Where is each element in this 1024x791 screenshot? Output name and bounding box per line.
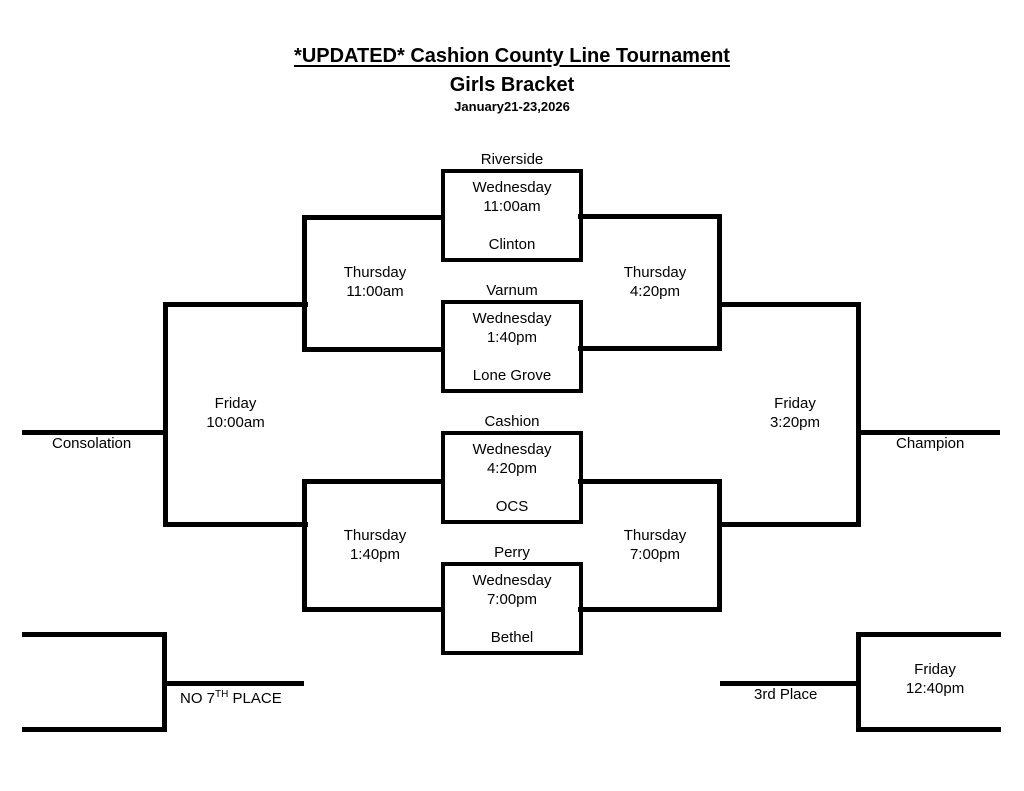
winners-semi-top-label: Thursday 4:20pm bbox=[595, 263, 715, 301]
winners-semi-top-day: Thursday bbox=[623, 264, 687, 281]
losers-semi-bottom-left-line bbox=[302, 479, 307, 612]
game-4-team-bottom: Bethel bbox=[490, 629, 534, 646]
winners-semi-top-time: 4:20pm bbox=[629, 283, 681, 300]
game-3-team-top: Cashion bbox=[484, 413, 540, 430]
game-1-team-top: Riverside bbox=[480, 151, 544, 168]
losers-semi-bottom-day: Thursday bbox=[343, 527, 407, 544]
losers-semi-bottom-label: Thursday 1:40pm bbox=[315, 526, 435, 564]
game-1-day: Wednesday bbox=[472, 179, 552, 196]
losers-semi-top-day: Thursday bbox=[343, 264, 407, 281]
losers-semi-top-left-line bbox=[302, 215, 307, 352]
consolation-final-time: 10:00am bbox=[206, 414, 265, 431]
seventh-place-label-prefix: NO 7 bbox=[180, 690, 216, 707]
consolation-bracket-top-line bbox=[163, 302, 308, 307]
game-3-time: 4:20pm bbox=[486, 460, 538, 477]
consolation-final-day: Friday bbox=[214, 395, 257, 412]
winners-semi-bottom-time: 7:00pm bbox=[629, 546, 681, 563]
third-place-input-line bbox=[720, 681, 861, 686]
winners-semi-bottom-upper-line bbox=[578, 479, 722, 484]
third-place-time: 12:40pm bbox=[905, 680, 965, 697]
third-place-slot-label: 3rd Place bbox=[754, 686, 818, 703]
game-3-team-bottom: OCS bbox=[495, 498, 529, 515]
championship-right-line bbox=[856, 302, 861, 527]
losers-semi-bottom-time: 1:40pm bbox=[349, 546, 401, 563]
championship-bottom-line bbox=[717, 522, 861, 527]
champion-slot-label: Champion bbox=[896, 435, 965, 452]
game-1-box: Wednesday 11:00am Clinton bbox=[441, 169, 583, 262]
losers-semi-top-label: Thursday 11:00am bbox=[315, 263, 435, 301]
championship-time: 3:20pm bbox=[769, 414, 821, 431]
seventh-place-label-suffix: PLACE bbox=[228, 690, 282, 707]
championship-top-line bbox=[717, 302, 861, 307]
winners-semi-top-right-line bbox=[717, 214, 722, 351]
game-4-team-top: Perry bbox=[494, 544, 530, 561]
game-1-team-bottom: Clinton bbox=[488, 236, 536, 253]
consolation-output-line bbox=[22, 430, 166, 435]
seventh-place-output-line bbox=[162, 681, 304, 686]
consolation-bracket-left-line bbox=[163, 302, 168, 527]
losers-semi-bottom-upper-line bbox=[302, 479, 447, 484]
winners-semi-top-lower-line bbox=[578, 346, 722, 351]
seventh-place-bottom-line bbox=[22, 727, 167, 732]
game-2-team-bottom: Lone Grove bbox=[472, 367, 552, 384]
game-4-day: Wednesday bbox=[472, 572, 552, 589]
game-2-time: 1:40pm bbox=[486, 329, 538, 346]
game-2-day: Wednesday bbox=[472, 310, 552, 327]
championship-label: Friday 3:20pm bbox=[735, 394, 855, 432]
tournament-dates: January21-23,2026 bbox=[454, 99, 570, 114]
game-3-box: Wednesday 4:20pm OCS bbox=[441, 431, 583, 524]
seventh-place-label: NO 7TH PLACE bbox=[180, 685, 282, 708]
losers-semi-top-lower-line bbox=[302, 347, 447, 352]
third-place-label: Friday 12:40pm bbox=[875, 660, 995, 698]
bracket-subtitle: Girls Bracket bbox=[449, 74, 575, 96]
consolation-slot-label: Consolation bbox=[52, 435, 132, 452]
winners-semi-bottom-day: Thursday bbox=[623, 527, 687, 544]
winners-semi-bottom-label: Thursday 7:00pm bbox=[595, 526, 715, 564]
consolation-bracket-bottom-line bbox=[163, 522, 308, 527]
third-place-bottom-line bbox=[856, 727, 1001, 732]
seventh-place-label-superscript: TH bbox=[215, 689, 229, 700]
game-1-time: 11:00am bbox=[483, 198, 541, 215]
consolation-final-label: Friday 10:00am bbox=[178, 394, 293, 432]
losers-semi-top-upper-line bbox=[302, 215, 447, 220]
game-2-box: Wednesday 1:40pm Lone Grove bbox=[441, 300, 583, 393]
game-4-time: 7:00pm bbox=[486, 591, 538, 608]
seventh-place-top-line bbox=[22, 632, 167, 637]
third-place-top-line bbox=[856, 632, 1001, 637]
third-place-day: Friday bbox=[914, 661, 956, 678]
losers-semi-bottom-lower-line bbox=[302, 607, 447, 612]
game-4-box: Wednesday 7:00pm Bethel bbox=[441, 562, 583, 655]
winners-semi-bottom-lower-line bbox=[578, 607, 722, 612]
winners-semi-top-upper-line bbox=[578, 214, 722, 219]
game-3-day: Wednesday bbox=[472, 441, 552, 458]
losers-semi-top-time: 11:00am bbox=[346, 283, 404, 300]
page-title: *UPDATED* Cashion County Line Tournament bbox=[294, 45, 730, 67]
championship-day: Friday bbox=[774, 395, 816, 412]
champion-output-line bbox=[856, 430, 1000, 435]
game-2-team-top: Varnum bbox=[486, 282, 538, 299]
winners-semi-bottom-right-line bbox=[717, 479, 722, 612]
